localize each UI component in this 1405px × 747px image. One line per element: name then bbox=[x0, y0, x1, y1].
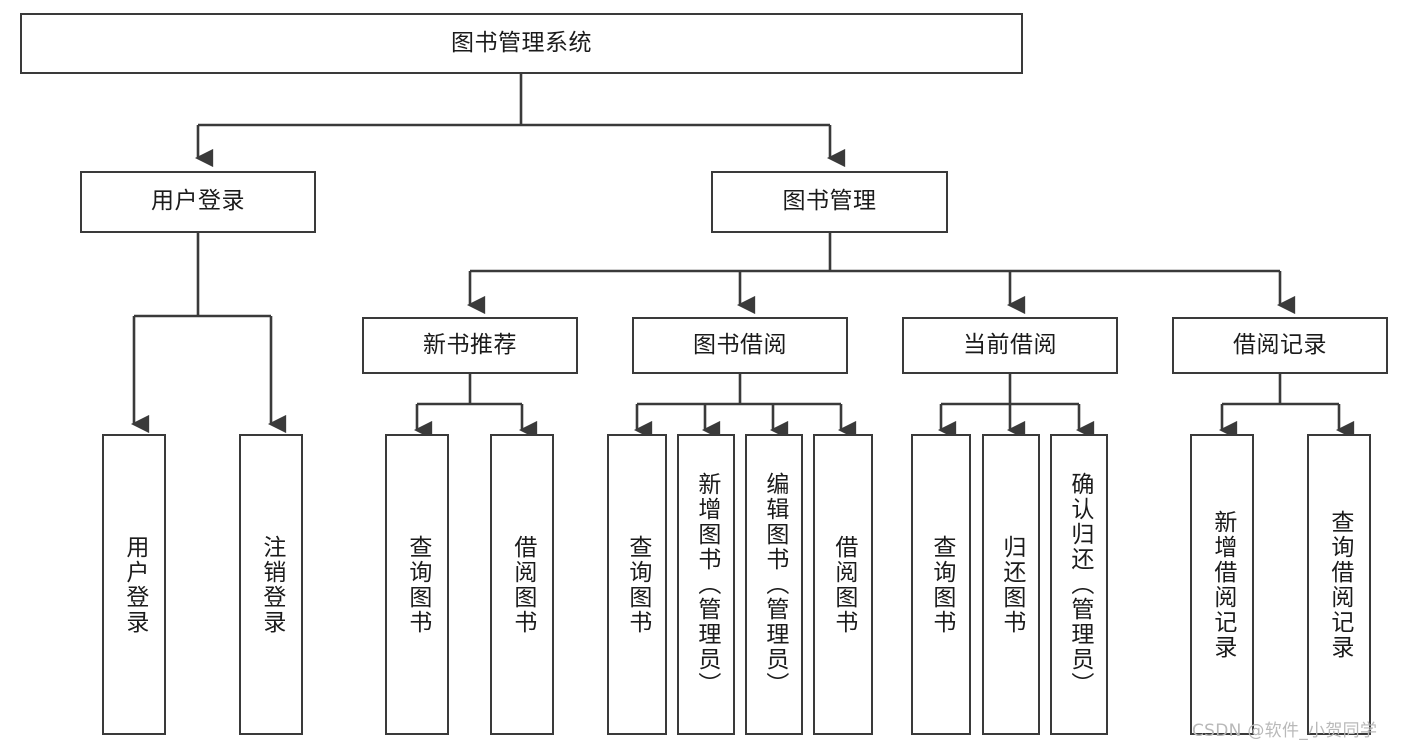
node-label: 确认归还（管理员） bbox=[1066, 472, 1093, 697]
leaf-user-login[interactable]: 用户登录 bbox=[102, 434, 166, 735]
leaf-borrow-book[interactable]: 借阅图书 bbox=[813, 434, 873, 735]
leaf-add-borrow-record[interactable]: 新增借阅记录 bbox=[1190, 434, 1254, 735]
node-label: 查询图书 bbox=[404, 534, 431, 635]
node-label: 编辑图书（管理员） bbox=[761, 472, 788, 697]
leaf-query-book-borrow[interactable]: 查询图书 bbox=[607, 434, 667, 735]
node-label: 图书借阅 bbox=[693, 331, 787, 358]
node-label: 图书管理系统 bbox=[451, 29, 592, 56]
node-label: 借阅图书 bbox=[830, 534, 857, 635]
node-label: 当前借阅 bbox=[963, 331, 1057, 358]
leaf-logout[interactable]: 注销登录 bbox=[239, 434, 303, 735]
node-label: 新书推荐 bbox=[423, 331, 517, 358]
node-new-book-recommend[interactable]: 新书推荐 bbox=[362, 317, 578, 374]
leaf-query-borrow-record[interactable]: 查询借阅记录 bbox=[1307, 434, 1371, 735]
node-label: 查询图书 bbox=[624, 534, 651, 635]
node-book-borrow[interactable]: 图书借阅 bbox=[632, 317, 848, 374]
leaf-return-book[interactable]: 归还图书 bbox=[982, 434, 1040, 735]
node-label: 图书管理 bbox=[782, 188, 877, 215]
node-borrow-records[interactable]: 借阅记录 bbox=[1172, 317, 1388, 374]
node-label: 查询图书 bbox=[928, 534, 955, 635]
node-current-borrow[interactable]: 当前借阅 bbox=[902, 317, 1118, 374]
leaf-confirm-return-admin[interactable]: 确认归还（管理员） bbox=[1050, 434, 1108, 735]
node-label: 注销登录 bbox=[258, 534, 285, 635]
node-user-login[interactable]: 用户登录 bbox=[80, 171, 316, 233]
node-book-management[interactable]: 图书管理 bbox=[711, 171, 948, 233]
node-label: 归还图书 bbox=[998, 534, 1025, 635]
node-label: 新增借阅记录 bbox=[1209, 509, 1236, 660]
leaf-query-book-recommend[interactable]: 查询图书 bbox=[385, 434, 449, 735]
node-label: 新增图书（管理员） bbox=[693, 472, 720, 697]
leaf-edit-book-admin[interactable]: 编辑图书（管理员） bbox=[745, 434, 803, 735]
node-label: 用户登录 bbox=[151, 188, 245, 215]
node-label: 借阅图书 bbox=[509, 534, 536, 635]
node-label: 查询借阅记录 bbox=[1326, 509, 1353, 660]
leaf-query-book-current[interactable]: 查询图书 bbox=[911, 434, 971, 735]
node-label: 借阅记录 bbox=[1233, 331, 1327, 358]
node-label: 用户登录 bbox=[121, 534, 148, 635]
leaf-borrow-book-recommend[interactable]: 借阅图书 bbox=[490, 434, 554, 735]
leaf-add-book-admin[interactable]: 新增图书（管理员） bbox=[677, 434, 735, 735]
node-root-library-system[interactable]: 图书管理系统 bbox=[20, 13, 1023, 74]
csdn-watermark: CSDN @软件_小贺同学 bbox=[1192, 721, 1378, 741]
